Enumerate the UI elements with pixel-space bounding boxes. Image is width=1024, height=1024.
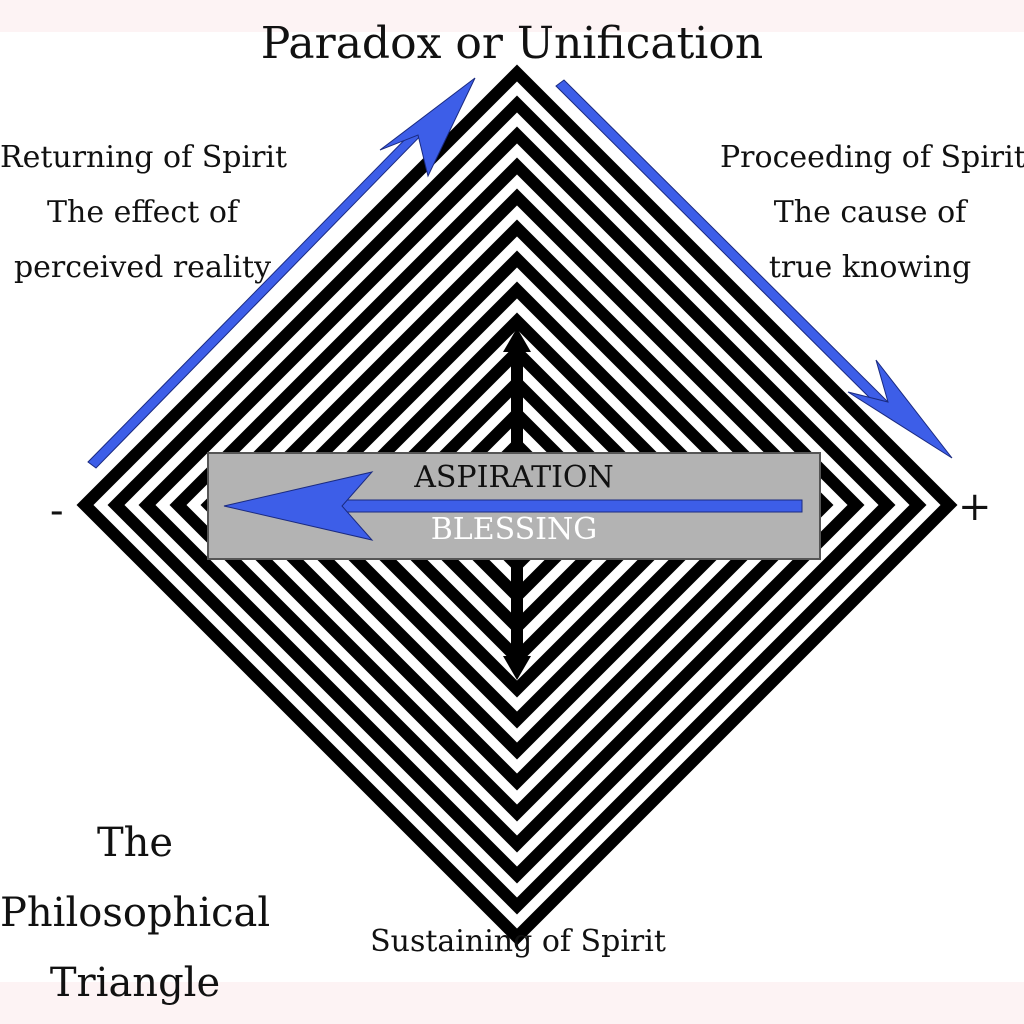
labyrinth-ring [107, 95, 927, 915]
right-line: The cause of [773, 195, 967, 230]
returning-of-spirit-text: Returning of Spirit The effect of percei… [0, 130, 288, 295]
labyrinth-ring [293, 281, 741, 729]
vertical-connector-bottom [503, 560, 531, 680]
right-line: Proceeding of Spirit [720, 140, 1024, 175]
aspiration-label: ASPIRATION [414, 460, 614, 495]
proceeding-arrow [555, 79, 953, 459]
returning-arrow [87, 77, 476, 469]
left-line: Returning of Spirit [0, 140, 288, 175]
plus-sign: + [958, 484, 992, 530]
proceeding-of-spirit-text: Proceeding of Spirit The cause of true k… [720, 130, 1024, 295]
left-line: The effect of [46, 195, 238, 230]
labyrinth-ring [76, 64, 958, 946]
philosophical-triangle-caption: The Philosophical Triangle [0, 808, 270, 1018]
left-line: perceived reality [13, 250, 272, 285]
caption-line: The [96, 820, 174, 866]
right-line: true knowing [768, 250, 972, 285]
caption-line: Triangle [49, 960, 221, 1006]
minus-sign: - [50, 488, 64, 534]
labyrinth-ring [324, 312, 710, 698]
diagram-title: Paradox or Unification [260, 18, 764, 69]
labyrinth-ring [169, 157, 865, 853]
labyrinth-ring [231, 219, 803, 791]
aspiration-arrow [223, 471, 803, 541]
caption-line: Philosophical [0, 890, 271, 936]
labyrinth-ring [262, 250, 772, 760]
labyrinth-ring [138, 126, 896, 884]
sustaining-of-spirit-label: Sustaining of Spirit [370, 924, 666, 959]
labyrinth-ring [200, 188, 834, 822]
blessing-label: BLESSING [430, 512, 598, 547]
vertical-connector-top [503, 328, 531, 460]
